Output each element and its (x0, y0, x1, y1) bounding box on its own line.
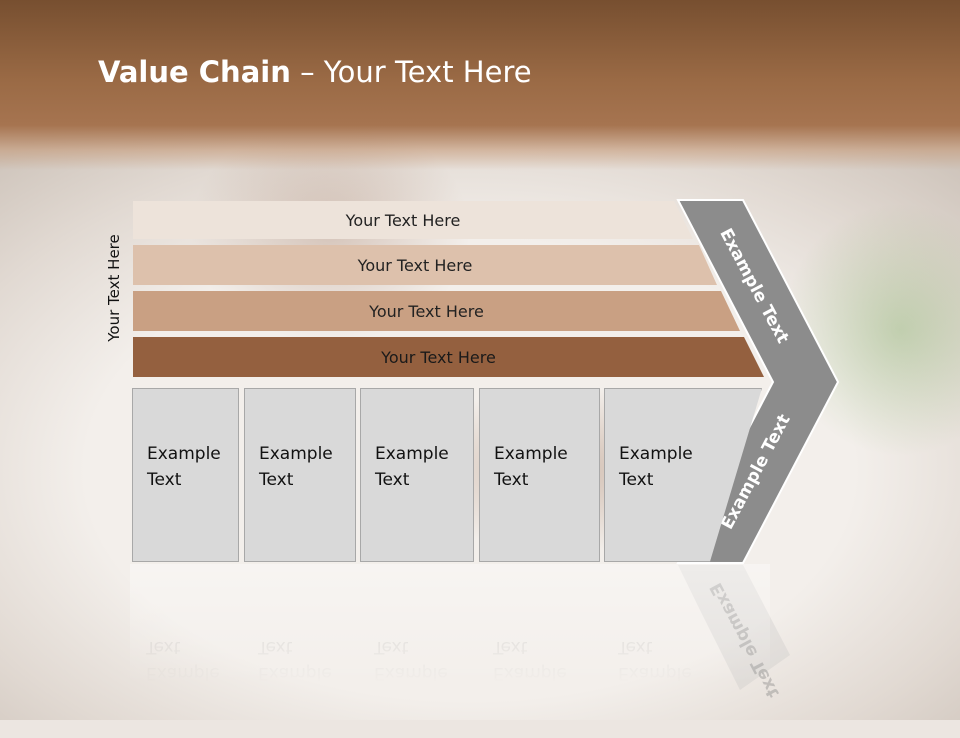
box-1-reflection: Example Text (132, 564, 239, 738)
box-3-reflection: Example Text (360, 564, 474, 738)
box-4-reflection: Example Text (479, 564, 600, 738)
box-5-reflection: Example Text (604, 564, 724, 738)
box-3-line2: Text (375, 470, 410, 490)
bar-4: Your Text Here (133, 337, 764, 377)
bar-1-label: Your Text Here (345, 210, 461, 230)
box-2-reflection-line1: Example (258, 663, 332, 683)
box-2-reflection-line2: Text (258, 637, 293, 657)
box-1-line2: Text (147, 470, 182, 490)
box-5-reflection-line1: Example (618, 663, 692, 683)
box-4-reflection-line2: Text (493, 637, 528, 657)
box-2-line2: Text (259, 470, 294, 490)
bar-2-label: Your Text Here (357, 255, 473, 275)
slide-title: Value Chain – Your Text Here (98, 55, 532, 89)
box-2-reflection: Example Text (244, 564, 356, 738)
box-4-reflection-line1: Example (493, 663, 567, 683)
bar-3: Your Text Here (133, 291, 740, 331)
box-5-line2: Text (619, 470, 654, 490)
bar-4-label: Your Text Here (381, 347, 496, 367)
bar-1: Your Text Here (133, 201, 693, 239)
box-4-line1: Example (494, 444, 568, 464)
box-1-reflection-line2: Text (146, 637, 181, 657)
box-1-reflection-line1: Example (146, 663, 220, 683)
box-2-line1: Example (259, 444, 333, 464)
bar-2: Your Text Here (133, 245, 717, 285)
box-3-reflection-line1: Example (374, 663, 448, 683)
box-5-line1: Example (619, 444, 693, 464)
box-3-reflection-line2: Text (374, 637, 409, 657)
box-1-line1: Example (147, 444, 221, 464)
bar-3-label: Your Text Here (369, 301, 484, 321)
chevron-arrow (676, 199, 840, 690)
box-3-line1: Example (375, 444, 449, 464)
title-rest: – Your Text Here (290, 55, 532, 89)
title-bold: Value Chain (98, 55, 291, 89)
box-5-reflection-line2: Text (618, 637, 653, 657)
box-4-line2: Text (494, 470, 529, 490)
title-band (0, 0, 960, 170)
reflection-glow (130, 564, 770, 684)
